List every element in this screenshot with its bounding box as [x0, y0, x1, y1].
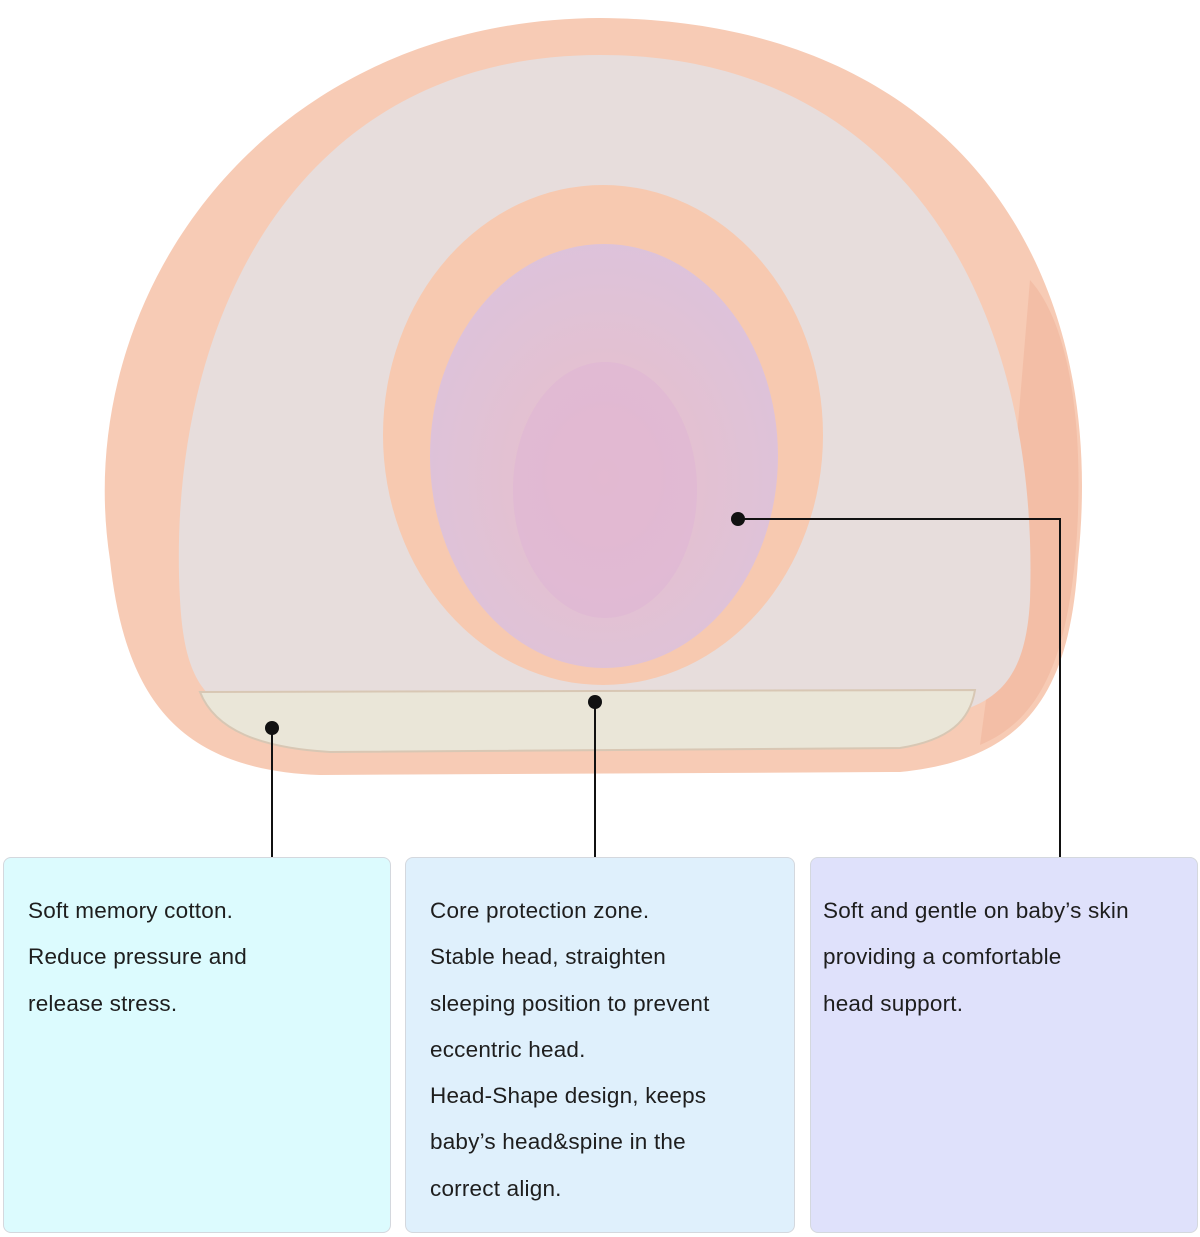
callout-dot-3	[731, 512, 745, 526]
pillow-illustration	[104, 18, 1083, 857]
callout-text: Core protection zone.	[430, 898, 650, 923]
callout-text: Soft and gentle on baby’s skin	[823, 898, 1129, 923]
callout-text: Soft memory cotton.	[28, 898, 234, 923]
callout-text: Head-Shape design, keeps	[430, 1083, 707, 1109]
callout-text: head support.	[823, 990, 964, 1016]
pillow-bottom-band	[198, 688, 977, 754]
callout-box-memory-cotton: Soft memory cotton. Reduce pressure and …	[3, 857, 391, 1233]
callout-text: Reduce pressure and	[28, 944, 247, 970]
callout-line-3	[738, 518, 1061, 857]
callout-box-gentle-skin: Soft and gentle on baby’s skin providing…	[810, 857, 1198, 1233]
callout-text: Stable head, straighten	[430, 944, 667, 970]
head-dimple	[513, 362, 697, 618]
callout-dot-1	[265, 721, 279, 735]
callout-text: correct align.	[430, 1175, 562, 1201]
callout-text: baby’s head&spine in the	[430, 1129, 686, 1155]
callout-box-core-protection: Core protection zone. Stable head, strai…	[405, 857, 795, 1233]
callout-dot-2	[588, 695, 602, 709]
callout-text: eccentric head.	[430, 1036, 586, 1062]
callout-lines	[271, 518, 1061, 857]
callout-text: providing a comfortable	[823, 944, 1062, 970]
callout-text: release stress.	[28, 990, 178, 1016]
callout-text: sleeping position to prevent	[430, 990, 710, 1016]
